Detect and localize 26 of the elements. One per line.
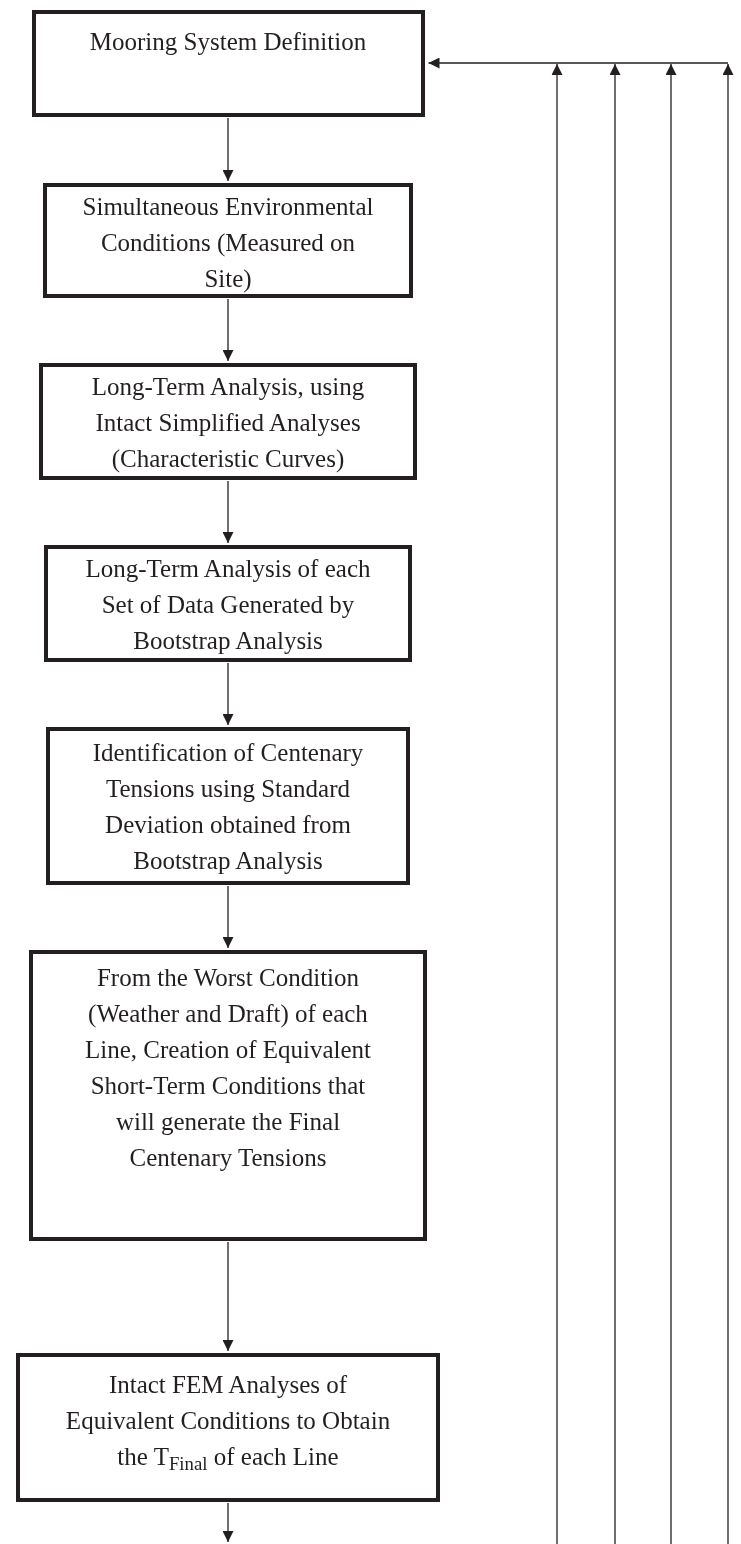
box-text: Simultaneous Environmental Conditions (Measured on Site) — [81, 192, 375, 295]
box-text: Intact FEM Analyses of Equivalent Conditions to Obtain the T$_{Final}$ of each Line — [64, 1370, 392, 1475]
process-box — [44, 545, 412, 662]
box-text: Long-Term Analysis, using Intact Simplified Analyses (Characteristic Curves) — [90, 372, 366, 474]
arrow — [551, 63, 563, 1544]
box-text: Long-Term Analysis of each Set of Data Generated by Bootstrap Analysis — [84, 554, 372, 656]
process-box — [39, 363, 417, 480]
arrow — [222, 480, 234, 544]
process-box — [46, 727, 410, 885]
process-box — [31, 10, 425, 117]
process-box — [43, 183, 413, 298]
box-text: Identification of Centenary Tensions using Standard Deviation obtained from Bootstrap Analysis — [91, 738, 365, 876]
box-text: From the Worst Condition (Weather and Draft) of each Line, Creation of Equivalent Short-Term Conditions that will generate the Final Centenary Tensions — [84, 963, 372, 1173]
process-box — [29, 950, 427, 1241]
arrow — [665, 63, 677, 1544]
arrow — [222, 117, 234, 182]
arrow — [222, 662, 234, 726]
feedback-arrow — [427, 57, 729, 69]
arrow — [222, 885, 234, 949]
arrow — [222, 298, 234, 362]
arrow — [722, 63, 734, 1544]
arrow — [609, 63, 621, 1544]
box-text: Mooring System Definition — [89, 27, 367, 57]
process-box — [16, 1353, 440, 1502]
arrow — [222, 1502, 234, 1543]
arrow — [222, 1241, 234, 1352]
